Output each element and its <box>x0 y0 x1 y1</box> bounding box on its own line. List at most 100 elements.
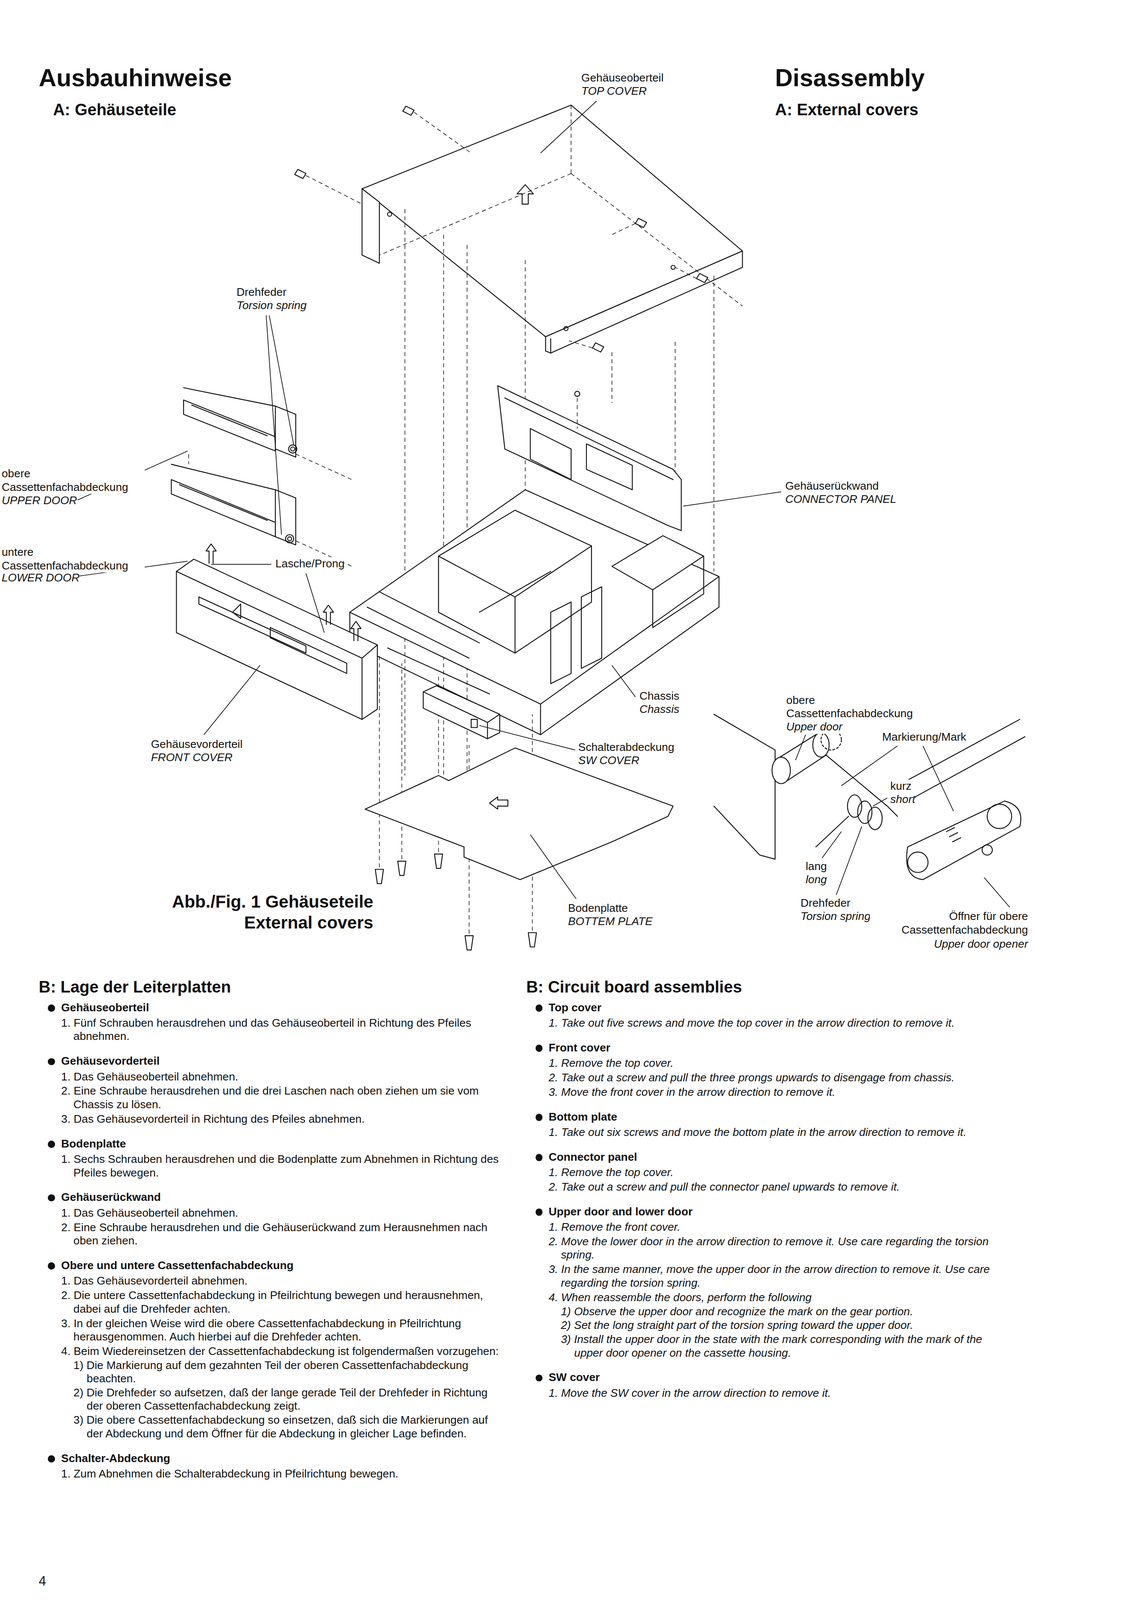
screw-symbol <box>294 106 709 353</box>
bottom-screw-symbol <box>434 854 443 869</box>
part-label: Chassis <box>639 702 680 717</box>
instruction-step-block: 1. Das Gehäuseoberteil abnehmen. <box>38 1069 505 1084</box>
leader-line <box>872 797 887 806</box>
bullet-heading-block: Gehäusevorderteil <box>38 1054 505 1068</box>
instruction-step-block: 1. Remove the top cover. <box>526 1056 998 1070</box>
part-label: Öffner für obere Cassettenfachabdeckung <box>869 909 1028 937</box>
instruction-text: 3. Move the front cover in the arrow dir… <box>526 1085 998 1099</box>
part-label: lang <box>805 859 828 874</box>
instruction-text: 1. Sechs Schrauben herausdrehen und die … <box>38 1152 505 1180</box>
instruction-step-block: 1. Take out five screws and move the top… <box>526 1016 998 1030</box>
instruction-step-block: 1. Fünf Schrauben herausdrehen und das G… <box>38 1016 505 1044</box>
door-spring-detail <box>847 794 862 818</box>
leader-line <box>266 315 295 535</box>
instruction-step-block: 1. Zum Abnehmen die Schalterabdeckung in… <box>38 1466 505 1481</box>
front-cover-drawing <box>350 621 362 641</box>
leader-line <box>836 826 862 895</box>
guide-line <box>405 209 715 857</box>
leader-line <box>795 734 806 761</box>
door-drawing <box>171 387 297 545</box>
sw-cover-drawing <box>471 719 478 728</box>
instruction-step-block: 1. Move the SW cover in the arrow direct… <box>526 1386 998 1400</box>
door-spring-detail <box>772 757 791 784</box>
instruction-text: 2. Take out a screw and pull the connect… <box>526 1180 998 1194</box>
figure-caption: Abb./Fig. 1 Gehäuseteile External covers <box>130 891 374 933</box>
sw-cover-drawing <box>423 685 500 739</box>
screw-symbol <box>402 106 414 116</box>
front-cover-drawing <box>323 604 334 624</box>
part-label: Drehfeder <box>236 285 287 300</box>
bullet-dot <box>47 1058 56 1066</box>
instruction-text: 2. Take out a screw and pull the three p… <box>526 1070 998 1085</box>
part-label: A: External covers <box>775 99 919 120</box>
leader-line <box>530 834 577 899</box>
instruction-step-block: 4. When reassemble the doors, perform th… <box>526 1290 998 1305</box>
instruction-step-block: 1. Sechs Schrauben herausdrehen und die … <box>38 1152 505 1180</box>
chassis-drawing <box>652 556 704 628</box>
bullet-dot <box>535 1004 543 1012</box>
instruction-step-block: 3. In the same manner, move the upper do… <box>526 1262 998 1290</box>
front-cover-drawing <box>198 596 347 674</box>
instruction-text: 2) Die Drehfeder so aufsetzen, daß der l… <box>38 1385 505 1413</box>
leader-line <box>612 664 636 697</box>
bullet-heading-block: Obere und untere Cassettenfachabdeckung <box>38 1258 505 1273</box>
step-heading: Bodenplatte <box>38 1136 505 1151</box>
text-column: B: Lage der LeiterplattenGehäuseoberteil… <box>38 976 505 1481</box>
part-label: untere Cassettenfachabdeckung <box>1 545 145 573</box>
step-heading: Obere und untere Cassettenfachabdeckung <box>38 1258 505 1273</box>
instruction-text: 1. Take out five screws and move the top… <box>526 1016 998 1030</box>
sw-cover-drawing <box>423 691 500 739</box>
door-spring-detail <box>946 827 961 842</box>
bullet-heading-block: Connector panel <box>526 1150 998 1164</box>
part-label: Gehäuseoberteil <box>581 71 664 85</box>
bullet-dot <box>47 1004 56 1012</box>
instruction-step-block: 1. Remove the top cover. <box>526 1165 998 1180</box>
part-label: Drehfeder <box>800 896 851 910</box>
instruction-text: 2. Eine Schraube herausdrehen und die Ge… <box>38 1220 505 1248</box>
instruction-text: 1. Zum Abnehmen die Schalterabdeckung in… <box>38 1466 505 1481</box>
part-label: UPPER DOOR <box>1 493 78 508</box>
section-heading: B: Lage der Leiterplatten <box>38 976 505 997</box>
leader-line <box>479 725 576 750</box>
instruction-step-block: 2. Die untere Cassettenfachabdeckung in … <box>38 1288 505 1316</box>
leader-line <box>841 745 954 811</box>
bullet-heading-block: Front cover <box>526 1040 998 1055</box>
part-label: SW COVER <box>578 753 640 768</box>
instruction-step-block: 2. Take out a screw and pull the three p… <box>526 1070 998 1085</box>
instruction-text: 4. Beim Wiedereinsetzen der Cassettenfac… <box>38 1344 505 1359</box>
part-label: FRONT COVER <box>151 750 233 765</box>
part-label: short <box>890 792 916 807</box>
leader-line <box>75 101 1010 907</box>
instruction-step-block: 4. Beim Wiedereinsetzen der Cassettenfac… <box>38 1344 505 1359</box>
part-label: Chassis <box>639 689 680 703</box>
bullet-dot <box>535 1208 543 1216</box>
part-label: Schalterabdeckung <box>578 740 675 755</box>
instruction-step-block: 2. Eine Schraube herausdrehen und die dr… <box>38 1084 505 1111</box>
instruction-text: 1) Die Markierung auf dem gezahnten Teil… <box>38 1358 505 1386</box>
chassis-drawing <box>438 510 592 597</box>
instruction-step-block: 2) Set the long straight part of the tor… <box>526 1318 998 1333</box>
top-cover-drawing <box>361 104 743 337</box>
chassis-drawing <box>349 489 720 704</box>
bullet-heading-block: Schalter-Abdeckung <box>38 1451 505 1466</box>
screw-symbol <box>294 169 307 179</box>
instruction-step-block: 1. Das Gehäusevorderteil abnehmen. <box>38 1273 505 1288</box>
bullet-dot <box>47 1140 56 1148</box>
bullet-dot <box>535 1374 543 1382</box>
instruction-text: 1. Das Gehäuseoberteil abnehmen. <box>38 1069 505 1084</box>
instruction-step-block: 2. Move the lower door in the arrow dire… <box>526 1234 998 1262</box>
top-cover-drawing <box>545 250 743 353</box>
instruction-step-block: 3. Das Gehäusevorderteil in Richtung des… <box>38 1112 505 1126</box>
front-cover-drawing <box>176 571 378 720</box>
step-heading: Gehäuserückwand <box>38 1190 505 1204</box>
leader-line <box>540 101 597 154</box>
step-heading: Bottom plate <box>526 1110 998 1124</box>
leader-line <box>211 564 325 633</box>
instruction-text: 2. Move the lower door in the arrow dire… <box>526 1234 998 1262</box>
instruction-step-block: 1. Take out six screws and move the bott… <box>526 1125 998 1140</box>
door-drawing <box>288 444 297 453</box>
step-heading: Front cover <box>526 1040 998 1055</box>
part-label: Markierung/Mark <box>882 730 967 744</box>
part-label: Upper door opener <box>869 937 1028 951</box>
door-drawing <box>285 534 294 543</box>
